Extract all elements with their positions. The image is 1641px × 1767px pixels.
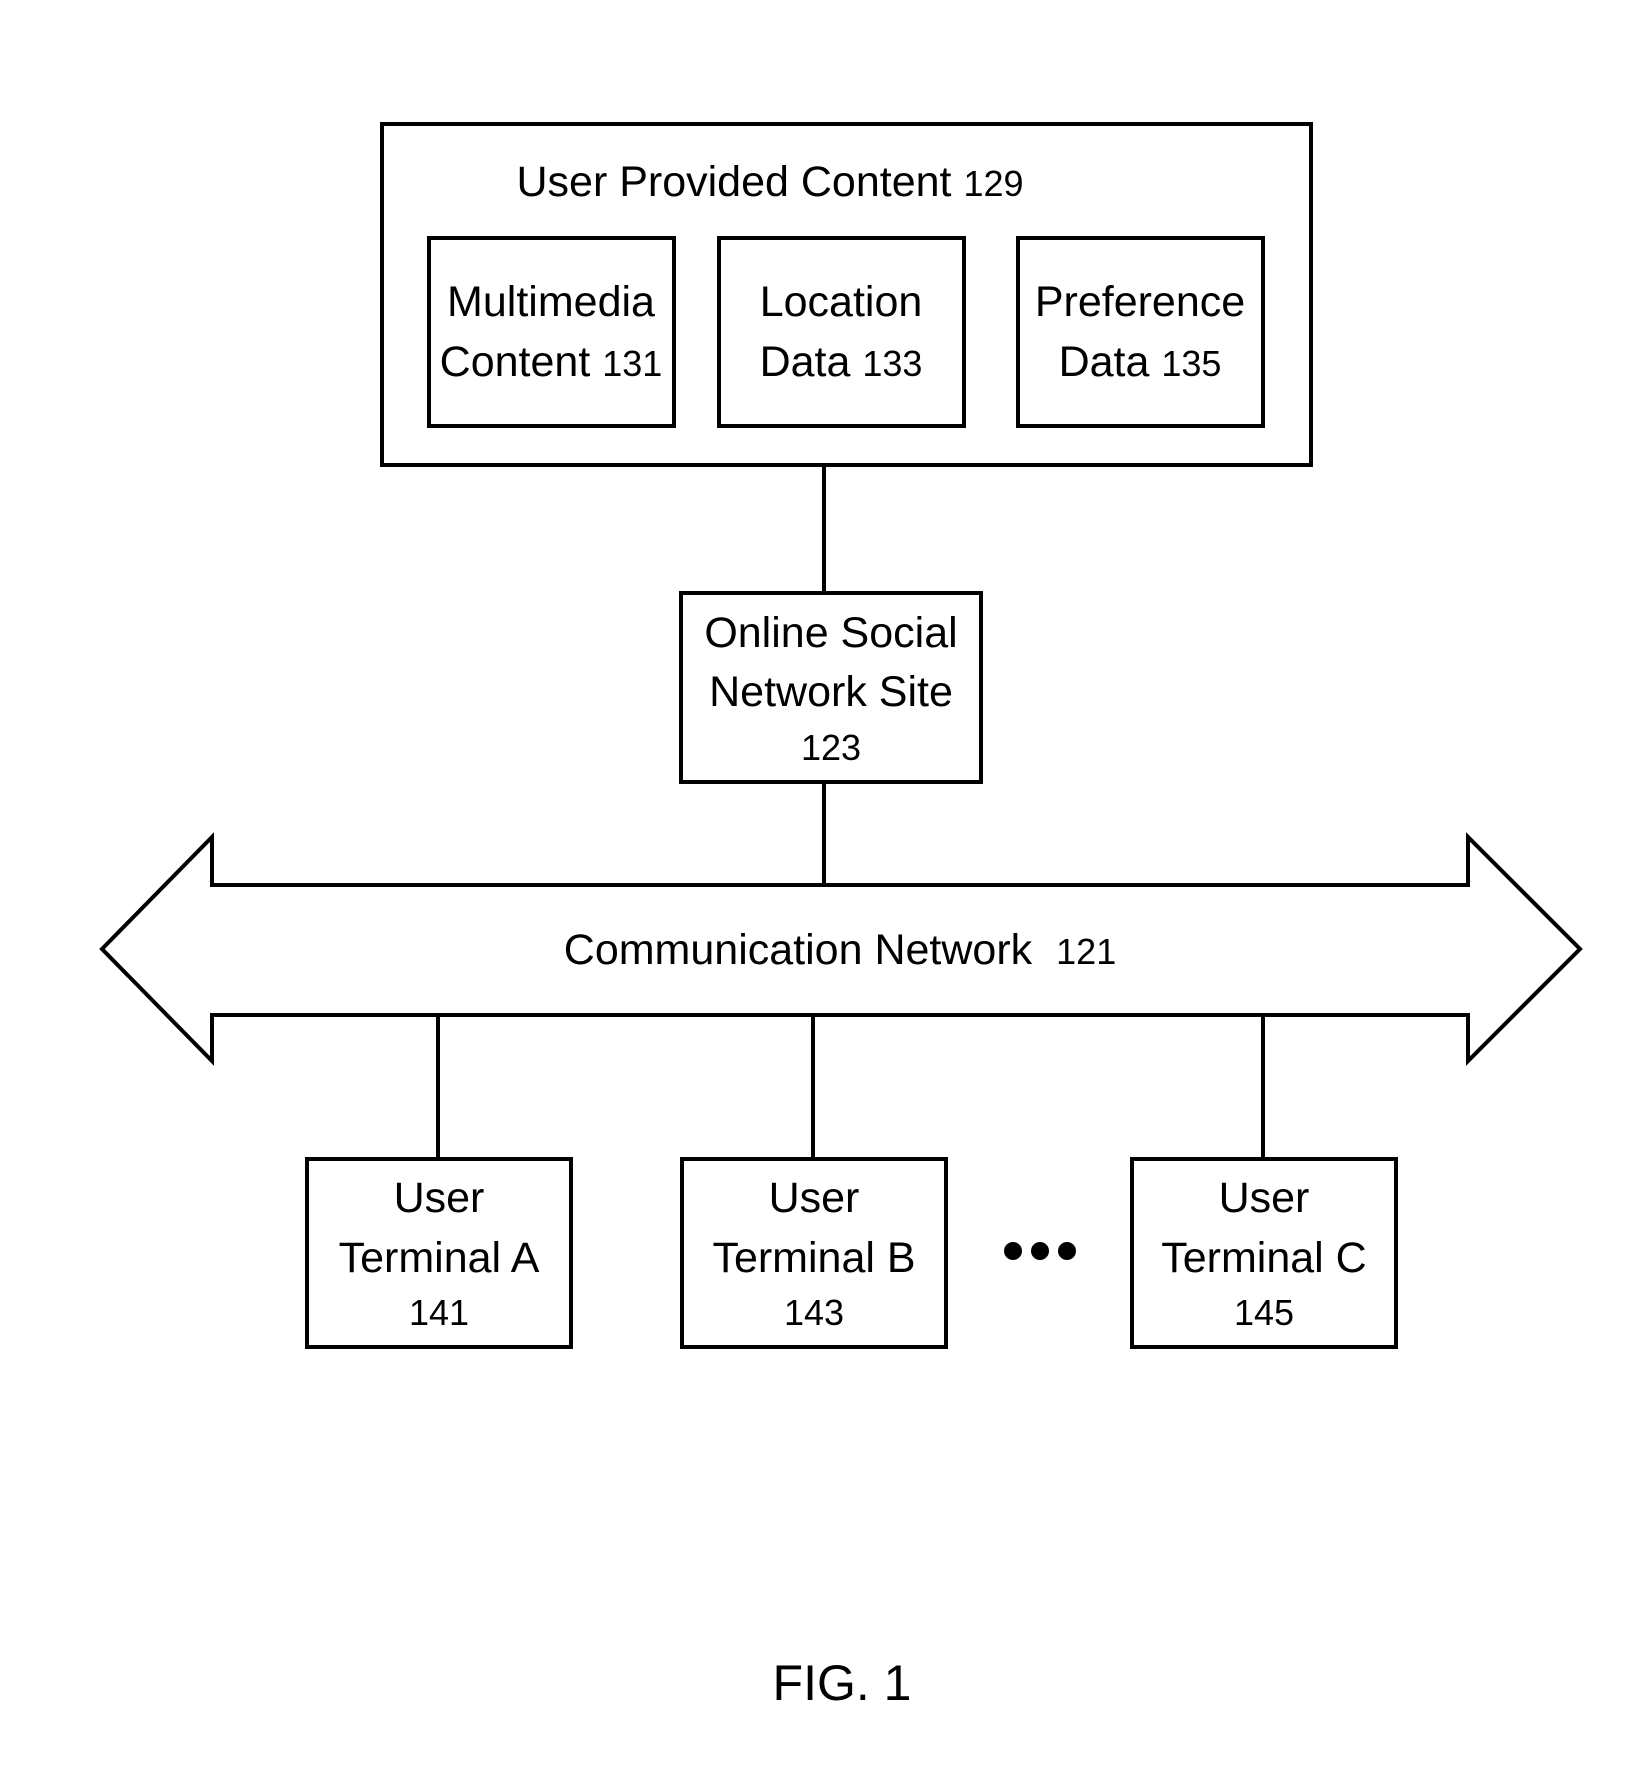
user-terminal-c-ref: 145 xyxy=(1234,1292,1294,1333)
user-terminal-c-line2: Terminal C xyxy=(1161,1234,1367,1282)
user-terminal-a-ref: 141 xyxy=(409,1292,469,1333)
multimedia-content-line2: Content 131 xyxy=(440,338,663,386)
user-terminal-b-line1: User xyxy=(769,1174,860,1222)
online-social-network-site-ref: 123 xyxy=(801,727,861,768)
preference-data-line1: Preference xyxy=(1035,278,1245,326)
ellipsis-dot xyxy=(1004,1242,1022,1260)
location-data-line2: Data 133 xyxy=(760,338,923,386)
ellipsis-dot xyxy=(1031,1242,1049,1260)
user-provided-content-title: User Provided Content 129 xyxy=(516,158,1023,206)
user-terminal-a-line1: User xyxy=(394,1174,485,1222)
user-terminal-a-line2: Terminal A xyxy=(339,1234,540,1282)
location-data-box xyxy=(719,238,964,426)
user-terminal-b-ref: 143 xyxy=(784,1292,844,1333)
location-data-line1: Location xyxy=(760,278,923,326)
multimedia-content-box xyxy=(429,238,674,426)
figure-label: FIG. 1 xyxy=(773,1655,912,1711)
online-social-network-site-line1: Online Social xyxy=(704,609,957,657)
online-social-network-site-line2: Network Site xyxy=(709,668,953,716)
preference-data-line2: Data 135 xyxy=(1059,338,1222,386)
ellipsis-dots xyxy=(1004,1242,1076,1260)
user-terminal-c-line1: User xyxy=(1219,1174,1310,1222)
ellipsis-dot xyxy=(1058,1242,1076,1260)
user-terminal-b-line2: Terminal B xyxy=(712,1234,915,1282)
preference-data-box xyxy=(1018,238,1263,426)
multimedia-content-line1: Multimedia xyxy=(447,278,655,326)
